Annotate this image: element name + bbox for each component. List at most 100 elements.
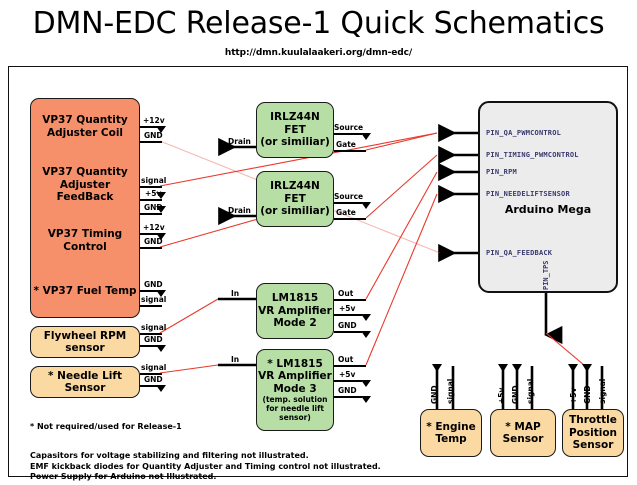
arduino-mega-block — [478, 101, 618, 293]
map-line2: Sensor — [502, 433, 544, 445]
pin-label-amp2-gnd: GND — [338, 386, 357, 395]
wire-coil-gnd — [140, 141, 162, 143]
footnote-line-3: Power Supply for Arduino not Illustrated… — [30, 472, 217, 481]
vp37-fb-line1: VP37 Quantity — [42, 166, 128, 179]
pin-label-amp1-gnd: GND — [338, 321, 357, 330]
pin-label-amp1-5v: +5v — [339, 304, 356, 313]
pin-label-tps-gnd: GND — [583, 385, 592, 404]
vp37-timing-control: VP37 Timing Control — [31, 216, 139, 266]
map-line1: * MAP — [505, 420, 541, 433]
arduino-pin-rpm: PIN_RPM — [486, 168, 517, 176]
amp2-line3: Mode 3 — [273, 382, 317, 395]
tps-pins — [568, 364, 604, 409]
wire-fet1-gate — [334, 150, 366, 152]
tps-line1: Throttle — [569, 414, 617, 427]
arduino-pin-qa-pwmcontrol: PIN_QA_PWMCONTROL — [486, 129, 562, 137]
amp1-in-label: In — [231, 289, 240, 298]
pin-label-amp2-5v: +5v — [339, 370, 356, 379]
pin-label-map-5v: +5v — [497, 387, 506, 404]
amp2-in-label: In — [231, 355, 240, 364]
pin-label-fet1-gate: Gate — [336, 140, 356, 149]
engine-temp-line2: Temp — [435, 433, 467, 445]
wire-amp2-gnd — [334, 396, 362, 398]
pin-label-engine-signal: signal — [446, 378, 455, 404]
vr-amplifier-2: * LM1815 VR Amplifier Mode 3 (temp. solu… — [256, 349, 334, 431]
flywheel-rpm-sensor: Flywheel RPM sensor — [30, 326, 140, 358]
arduino-pin-needleliftsensor: PIN_NEEDELIFTSENSOR — [486, 190, 570, 198]
wire-fet2-gate — [334, 218, 366, 220]
arduino-pin-timing-pwmcontrol: PIN_TIMING_PWMCONTROL — [486, 151, 579, 159]
footnote-line-2: EMF kickback diodes for Quantity Adjuste… — [30, 461, 381, 471]
pin-label-tps-signal: signal — [598, 378, 607, 404]
pin-label-fet1-source: Source — [334, 123, 364, 132]
engine-temp-pins — [432, 364, 455, 409]
vr-amplifier-1: LM1815 VR Amplifier Mode 2 — [256, 283, 334, 339]
amp2-note: (temp. solution for needle lift sensor) — [262, 395, 328, 423]
vp37-fueltemp-line1: * VP37 Fuel Temp — [33, 284, 137, 297]
needle-line1: * Needle Lift — [48, 369, 122, 382]
wire-timing-12v — [140, 233, 162, 235]
tps-line2: Position — [568, 426, 618, 439]
amp1-line2: VR Amplifier — [258, 304, 332, 317]
flywheel-line2: sensor — [65, 342, 105, 354]
diagram-frame — [8, 66, 628, 477]
pin-label-coil-gnd: GND — [144, 131, 163, 140]
arduino-mega-label: Arduino Mega — [504, 203, 592, 216]
pin-label-engine-gnd: GND — [430, 385, 439, 404]
wire-flywheel-gnd — [140, 345, 162, 347]
fet1-line2: FET — [284, 123, 306, 136]
tps-line3: Sensor — [572, 439, 614, 452]
amp1-line1: LM1815 — [271, 292, 319, 305]
fet-1: IRLZ44N FET (or similiar) — [256, 102, 334, 158]
vp37-block: VP37 Quantity Adjuster Coil VP37 Quantit… — [30, 98, 140, 318]
pin-label-fb-gnd: GND — [144, 203, 163, 212]
engine-temp-sensor: * Engine Temp — [420, 409, 482, 457]
vp37-coil-line2: Adjuster Coil — [46, 126, 124, 139]
pin-label-fueltemp-signal: signal — [141, 295, 167, 304]
wire-fueltemp-signal — [140, 305, 162, 307]
arduino-pin-tps: PIN_TPS — [542, 260, 550, 290]
pin-label-fet2-gate: Gate — [336, 208, 356, 217]
wire-fb-signal — [140, 186, 162, 188]
amp2-line1: * LM1815 — [267, 357, 323, 370]
pin-label-flywheel-signal: signal — [141, 323, 167, 332]
amp2-line2: VR Amplifier — [258, 370, 332, 383]
pin-label-fet2-source: Source — [334, 192, 364, 201]
wire-amp1-out — [334, 299, 366, 301]
fet2-line3: (or similiar) — [260, 205, 330, 218]
vp37-quantity-adjuster-coil: VP37 Quantity Adjuster Coil — [31, 99, 139, 154]
pin-label-needle-signal: signal — [141, 363, 167, 372]
needle-lift-sensor: * Needle Lift Sensor — [30, 366, 140, 398]
vp37-fuel-temp: * VP37 Fuel Temp — [31, 265, 139, 317]
wire-fet1-source — [334, 133, 362, 135]
pin-label-amp1-out: Out — [338, 289, 354, 298]
wire-amp2-5v — [334, 380, 362, 382]
vp37-quantity-adjuster-feedback: VP37 Quantity Adjuster FeedBack — [31, 154, 139, 215]
map-sensor-pins — [498, 364, 534, 409]
wire-needle-gnd — [140, 385, 162, 387]
fet1-drain-label: Drain — [228, 137, 251, 146]
wire-needle-signal — [140, 373, 162, 375]
page-title: DMN-EDC Release-1 Quick Schematics — [32, 6, 605, 41]
footnote-list: Capasitors for voltage stabilizing and f… — [30, 451, 381, 483]
amp1-line3: Mode 2 — [273, 317, 317, 330]
pin-label-timing-12v: +12v — [143, 223, 165, 232]
wire-fb-5v — [140, 199, 162, 201]
vp37-timing-line1: VP37 Timing Control — [47, 228, 123, 253]
wire-fb-gnd — [140, 213, 162, 215]
fet1-line3: (or similiar) — [260, 136, 330, 149]
footnote-star: * Not required/used for Release-1 — [30, 422, 182, 431]
map-sensor: * MAP Sensor — [490, 409, 556, 457]
pin-label-fueltemp-gnd: GND — [144, 280, 163, 289]
pin-label-fb-5v: +5v — [145, 189, 162, 198]
fet-2: IRLZ44N FET (or similiar) — [256, 171, 334, 227]
wire-flywheel-signal — [140, 333, 162, 335]
footnote-line-1: Capasitors for voltage stabilizing and f… — [30, 451, 309, 460]
wire-fueltemp-gnd — [140, 290, 162, 292]
pin-label-map-gnd: GND — [511, 385, 520, 404]
arduino-pin-qa-feedback: PIN_QA_FEEDBACK — [486, 249, 553, 257]
fet2-drain-label: Drain — [228, 206, 251, 215]
page-url: http://dmn.kuulalaakeri.org/dmn-edc/ — [224, 48, 413, 58]
wire-amp2-out — [334, 365, 366, 367]
